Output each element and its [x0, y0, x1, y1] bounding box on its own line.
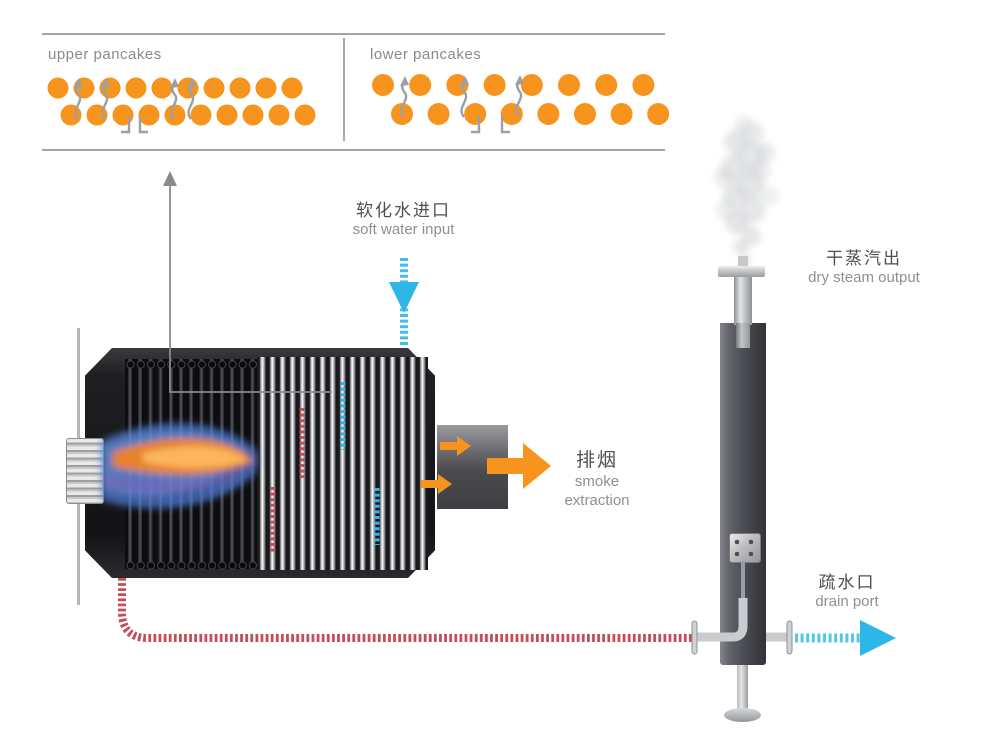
drain-port-label-en: drain port [815, 593, 879, 611]
level-gauge [729, 533, 761, 563]
column-inner-pipe [736, 323, 750, 348]
smoke-extraction-label-en2: extraction [564, 491, 630, 509]
panel-divider [343, 38, 345, 141]
furnace-tube-bank [125, 359, 257, 569]
steam-outlet-stub [738, 256, 748, 268]
exhaust-duct [437, 425, 508, 509]
upper-pancakes-label: upper pancakes [48, 46, 162, 63]
soft-water-input-label-en: soft water input [352, 221, 455, 239]
dry-steam-output-label-zh: 干蒸汽出 [826, 249, 902, 268]
smoke-extraction-label: 排烟 smoke extraction [537, 449, 657, 510]
column-pedestal [737, 665, 748, 712]
drain-port-label-zh: 疏水口 [818, 573, 876, 592]
soft-water-input-label: 软化水进口 soft water input [321, 200, 486, 240]
heat-exchange-tube-bank [257, 357, 428, 570]
panel-bottom-line [42, 149, 665, 151]
dry-steam-output-label-en: dry steam output [808, 269, 920, 287]
soft-water-input-label-zh: 软化水进口 [356, 201, 451, 220]
panel-top-line [42, 33, 665, 35]
dry-steam-output-label: 干蒸汽出 dry steam output [783, 248, 945, 288]
burner [66, 438, 104, 504]
steam-outlet-flange [718, 266, 765, 277]
lower-pancakes-label: lower pancakes [370, 46, 482, 63]
gauge-rod [741, 561, 745, 631]
smoke-extraction-label-zh: 排烟 [575, 450, 618, 471]
steam-outlet-pipe [734, 277, 752, 325]
drain-port-label: 疏水口 drain port [782, 572, 912, 612]
pedestal-foot [724, 708, 761, 722]
smoke-extraction-label-en1: smoke [574, 472, 620, 490]
